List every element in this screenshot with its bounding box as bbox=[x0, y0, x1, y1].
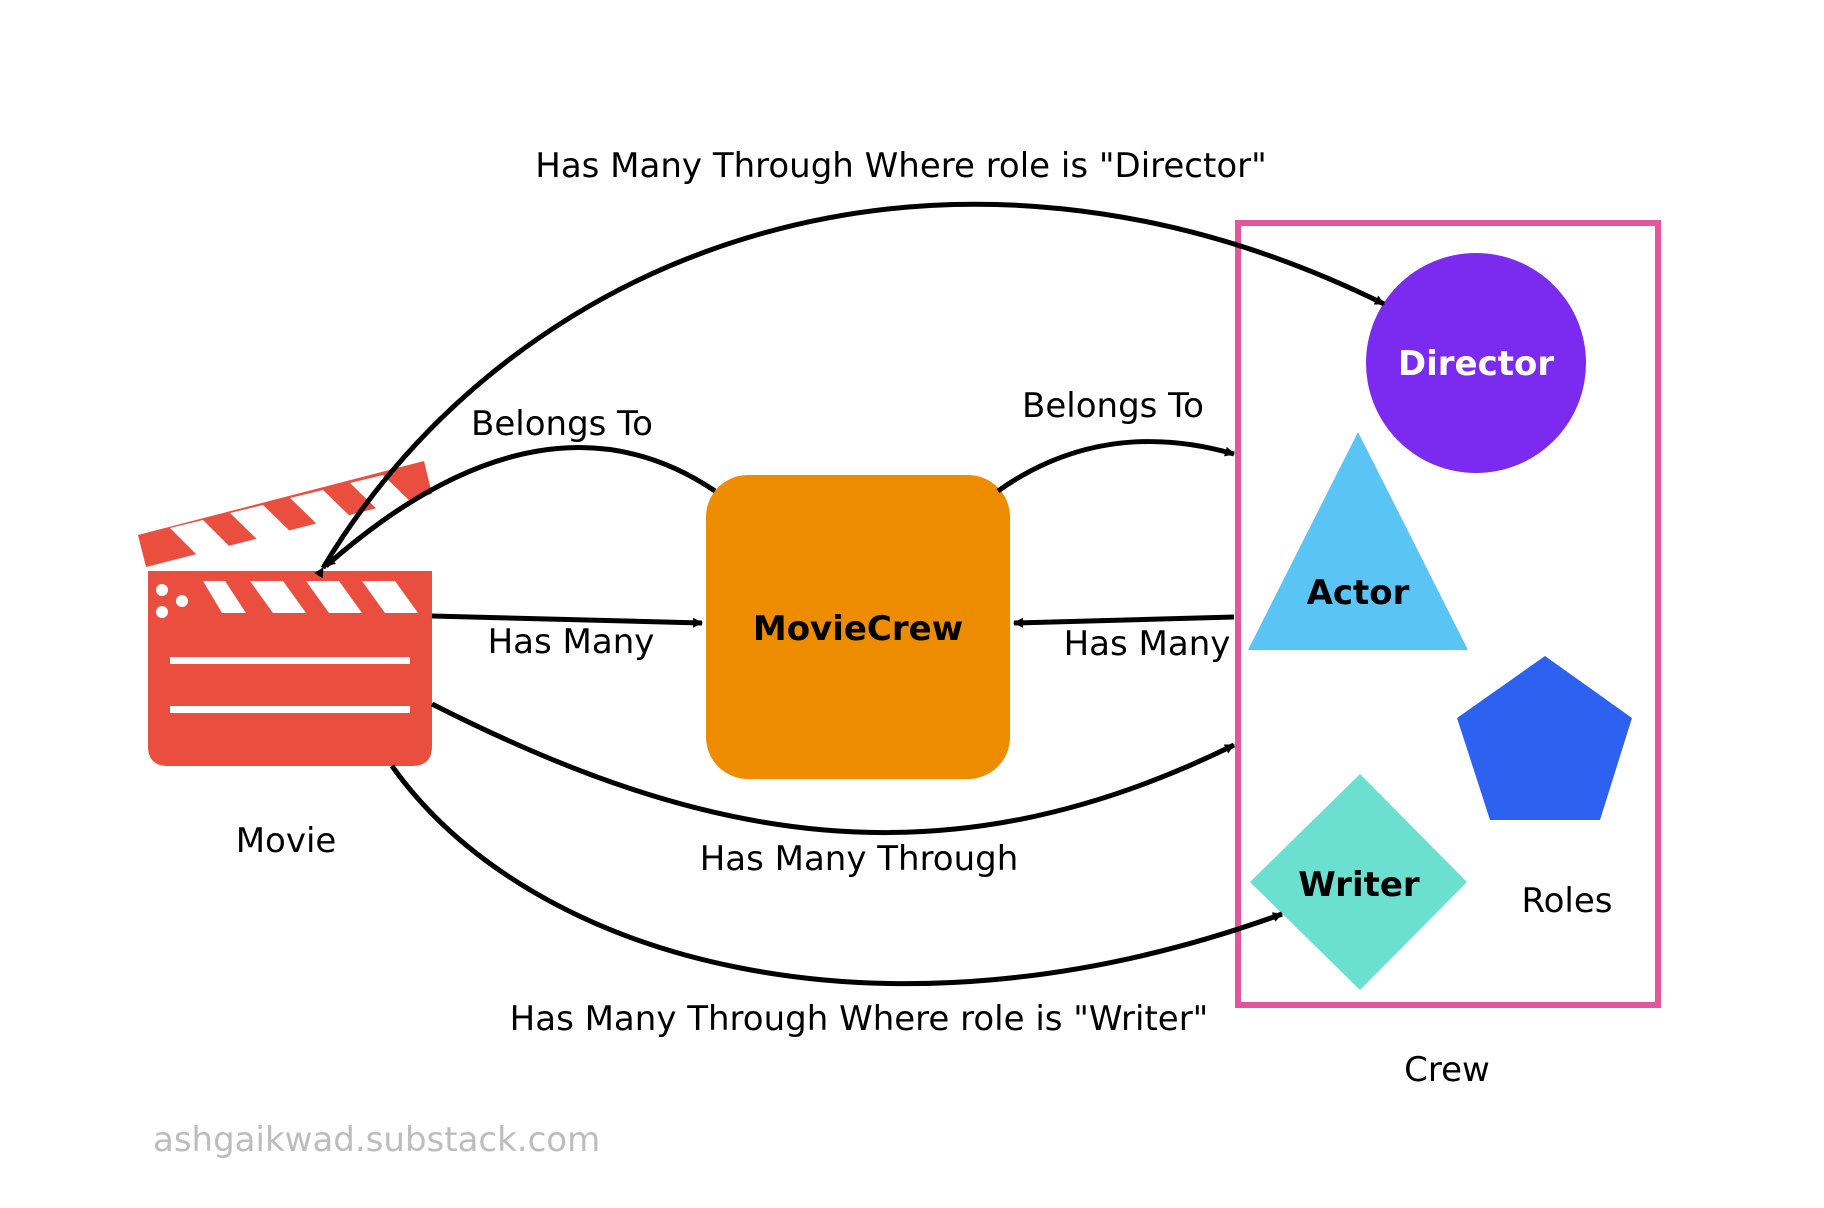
crew-container[interactable] bbox=[1235, 220, 1661, 1008]
watermark-text: ashgaikwad.substack.com bbox=[153, 1120, 600, 1160]
label-movie-has-many-moviecrew: Has Many bbox=[488, 622, 655, 662]
edge-writer-through bbox=[389, 764, 1283, 987]
director-label: Director bbox=[1398, 344, 1554, 384]
edge-crew-has-many-moviecrew bbox=[1013, 614, 1235, 628]
label-movie-has-many-through-crew: Has Many Through bbox=[700, 839, 1019, 879]
actor-label: Actor bbox=[1307, 573, 1410, 613]
movie-label: Movie bbox=[236, 821, 337, 861]
edge-director-through bbox=[314, 201, 1386, 579]
director-node[interactable] bbox=[1366, 253, 1586, 473]
roles-label: Roles bbox=[1522, 881, 1613, 921]
edge-movie-has-many-through-crew bbox=[430, 701, 1236, 836]
label-crew-has-many-moviecrew: Has Many bbox=[1064, 624, 1231, 664]
edge-moviecrew-belongs-crew bbox=[996, 439, 1235, 494]
label-director-through: Has Many Through Where role is "Director… bbox=[535, 146, 1266, 186]
edge-movie-has-many-moviecrew bbox=[431, 613, 703, 628]
moviecrew-label: MovieCrew bbox=[753, 609, 963, 649]
label-moviecrew-belongs-crew: Belongs To bbox=[1022, 386, 1204, 426]
clapperboard-icon[interactable] bbox=[138, 461, 432, 766]
label-writer-through: Has Many Through Where role is "Writer" bbox=[510, 999, 1209, 1039]
roles-node[interactable] bbox=[1457, 656, 1632, 820]
edge-moviecrew-belongs-movie bbox=[324, 445, 717, 568]
crew-label: Crew bbox=[1404, 1050, 1490, 1090]
writer-label: Writer bbox=[1298, 865, 1420, 905]
label-moviecrew-belongs-movie: Belongs To bbox=[471, 404, 653, 444]
writer-node[interactable] bbox=[1250, 774, 1467, 990]
